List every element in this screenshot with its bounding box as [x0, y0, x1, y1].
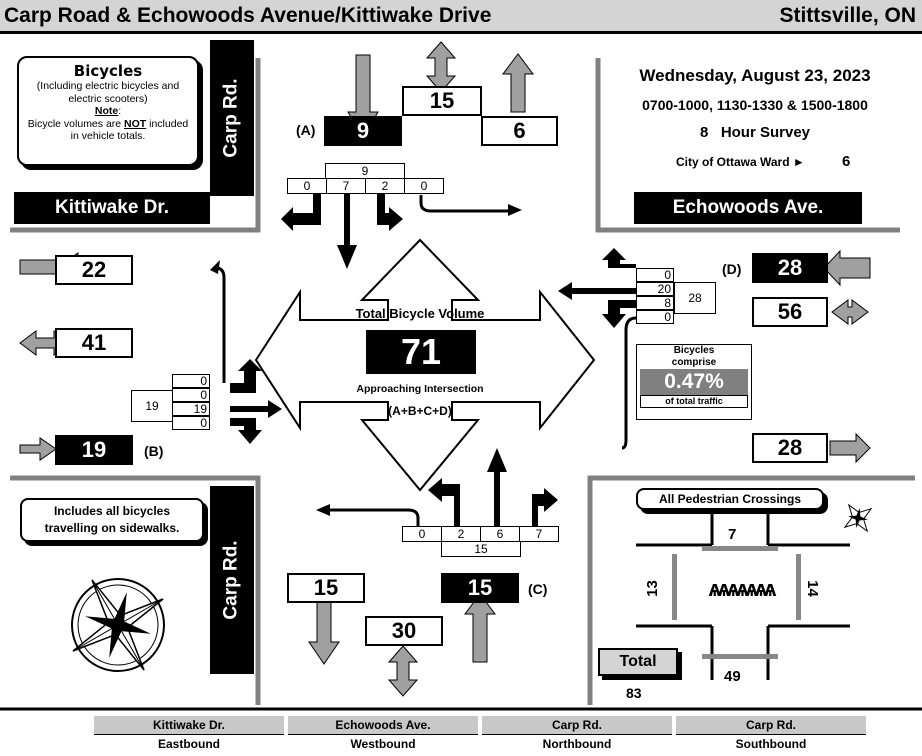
ped-south: 49 [724, 668, 741, 685]
footer-dir-2: Northbound [482, 735, 672, 753]
north-move-0: 0 [287, 178, 327, 194]
footer-dir-0: Eastbound [94, 735, 284, 753]
echowoods-label: Echowoods Ave. [634, 192, 862, 224]
west-move-2: 19 [172, 402, 210, 416]
south-out-value: 15 [287, 573, 365, 603]
south-move-0: 0 [402, 526, 442, 542]
footer-southbound: Carp Rd. Southbound [676, 716, 866, 756]
bicycles-note-line3c: included [146, 118, 188, 130]
east-move-0: 0 [636, 268, 674, 282]
comprise-line1: Bicycles [637, 345, 751, 357]
carp-rd-bottom-text: Carp Rd. [221, 540, 243, 619]
bicycles-note-title: Bicycles [19, 63, 197, 80]
footer-dir-1: Westbound [288, 735, 478, 753]
north-move-2: 2 [365, 178, 405, 194]
east-move-3: 0 [636, 310, 674, 324]
north-approach-total: 9 [325, 163, 405, 179]
bicycles-note-label: Note [95, 105, 118, 117]
north-label-a: (A) [296, 122, 315, 138]
compass-small [836, 496, 881, 541]
ped-east: 14 [804, 580, 821, 597]
ward-label: City of Ottawa Ward ► [676, 155, 805, 169]
survey-hours: 8 Hour Survey [600, 124, 910, 141]
footer-road-3: Carp Rd. [676, 716, 866, 735]
sidewalk-note-line2: travelling on sidewalks. [22, 520, 202, 537]
sidewalk-note: Includes all bicycles travelling on side… [20, 498, 204, 542]
south-approach-total: 15 [441, 541, 521, 557]
center-total-value: 71 [366, 330, 476, 374]
kittiwake-label: Kittiwake Dr. [14, 192, 210, 224]
west-move-3: 0 [172, 416, 210, 430]
footer-road-0: Kittiwake Dr. [94, 716, 284, 735]
east-approach-total: 28 [674, 282, 716, 314]
ped-title: All Pedestrian Crossings [636, 488, 824, 510]
west-in-value: 19 [55, 435, 133, 465]
comprise-pct: 0.47% [640, 369, 748, 395]
east-move-1: 20 [636, 282, 674, 296]
bicycles-note-line1: (Including electric bicycles and [19, 80, 197, 93]
north-move-1: 7 [326, 178, 366, 194]
north-total-value: 15 [402, 86, 482, 116]
footer-road-1: Echowoods Ave. [288, 716, 478, 735]
carp-rd-bottom-label: Carp Rd. [210, 486, 254, 674]
bicycles-note: Bicycles (Including electric bicycles an… [17, 56, 199, 166]
svg-text:ѧѧѧѧѧѧѧ: ѧѧѧѧѧѧѧ [709, 576, 777, 601]
west-out-value: 22 [55, 255, 133, 285]
south-label-c: (C) [528, 581, 547, 597]
footer-northbound: Carp Rd. Northbound [482, 716, 672, 756]
ped-north: 7 [728, 526, 736, 543]
footer-dir-3: Southbound [676, 735, 866, 753]
survey-times: 0700-1000, 1130-1330 & 1500-1800 [600, 97, 910, 113]
bicycles-note-line4: in vehicle totals. [19, 130, 197, 143]
north-in-value: 9 [324, 116, 402, 146]
bicycles-note-line3a: Bicycle volumes are [28, 118, 124, 130]
south-move-3: 7 [519, 526, 559, 542]
west-approach-total: 19 [131, 390, 173, 422]
footer-westbound: Echowoods Ave. Westbound [288, 716, 478, 756]
west-move-1: 0 [172, 388, 210, 402]
ward-number: 6 [842, 153, 850, 170]
bicycles-note-not: NOT [124, 118, 146, 130]
west-move-0: 0 [172, 374, 210, 388]
center-sub: Approaching Intersection [330, 383, 510, 395]
footer-eastbound: Kittiwake Dr. Eastbound [94, 716, 284, 756]
sidewalk-note-line1: Includes all bicycles [22, 503, 202, 520]
center-title: Total Bicycle Volume [330, 306, 510, 321]
ped-total-label: Total [598, 648, 678, 676]
north-move-3: 0 [404, 178, 444, 194]
south-arrows [309, 448, 558, 696]
north-arrows [281, 42, 533, 269]
center-formula: (A+B+C+D) [330, 404, 510, 418]
comprise-line3: of total traffic [640, 395, 748, 408]
east-label-d: (D) [722, 261, 741, 277]
carp-rd-top-label: Carp Rd. [210, 40, 254, 196]
east-total-value: 56 [752, 297, 828, 327]
bicycles-note-line2: electric scooters) [19, 93, 197, 106]
ped-west: 13 [644, 580, 661, 597]
footer-road-2: Carp Rd. [482, 716, 672, 735]
compass-rose [47, 554, 189, 696]
west-total-value: 41 [55, 328, 133, 358]
survey-date: Wednesday, August 23, 2023 [600, 66, 910, 86]
comprise-line2: comprise [637, 357, 751, 369]
north-out-value: 6 [481, 116, 558, 146]
south-in-value: 15 [441, 573, 519, 603]
south-move-2: 6 [480, 526, 520, 542]
comprise-panel: Bicycles comprise 0.47% of total traffic [636, 344, 752, 420]
south-total-value: 30 [365, 616, 443, 646]
east-move-2: 8 [636, 296, 674, 310]
west-label-b: (B) [144, 443, 163, 459]
ped-total-value: 83 [626, 685, 642, 701]
east-out-value: 28 [752, 433, 828, 463]
east-in-value: 28 [752, 253, 828, 283]
south-move-1: 2 [441, 526, 481, 542]
carp-rd-top-text: Carp Rd. [221, 78, 243, 157]
